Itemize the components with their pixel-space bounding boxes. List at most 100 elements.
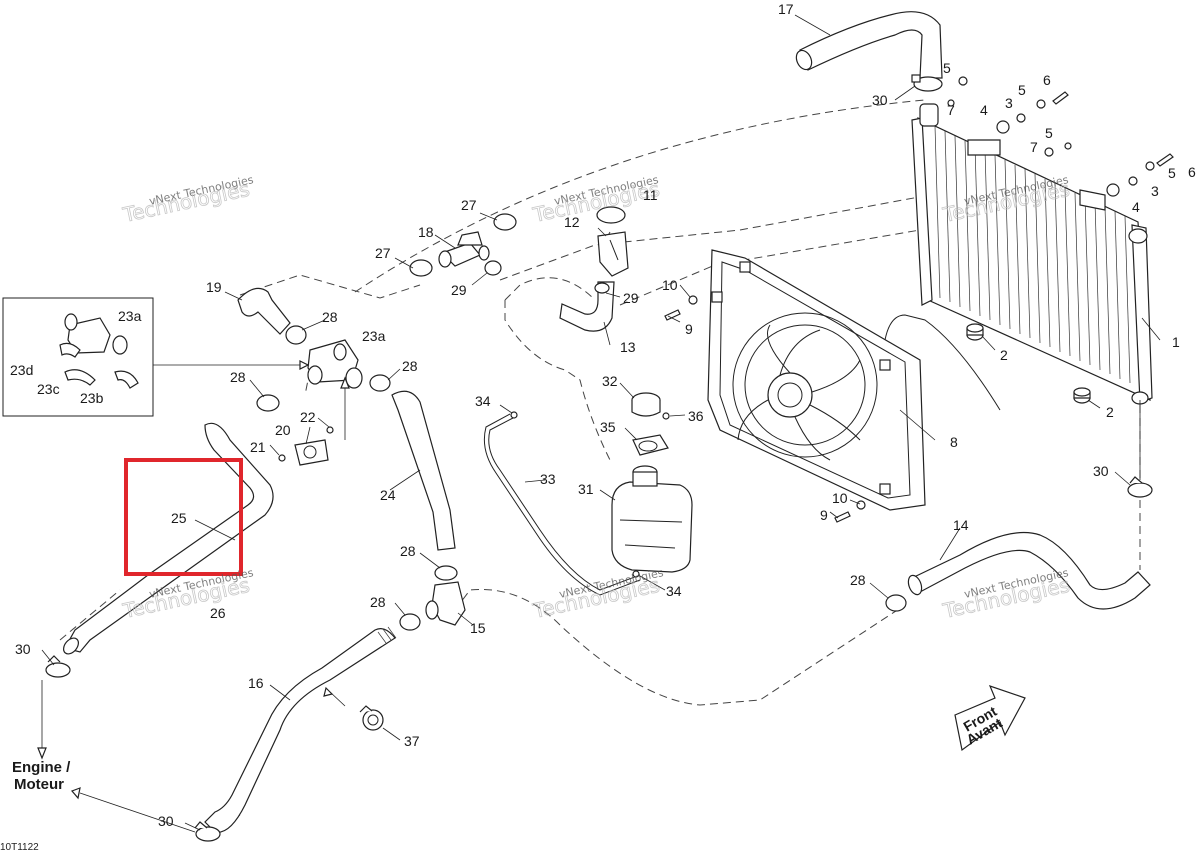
reservoir [611, 465, 693, 573]
callout-21: 21 [250, 439, 266, 455]
radiator-mount [966, 323, 1091, 404]
callout-23b: 23b [80, 390, 104, 406]
callout-20: 20 [275, 422, 291, 438]
fitting-15 [425, 565, 466, 626]
callout-13: 13 [620, 339, 636, 355]
callout-3: 3 [1151, 183, 1159, 199]
reservoir-cap-32 [631, 392, 661, 417]
callout-1: 1 [1172, 334, 1180, 350]
callout-30: 30 [15, 641, 31, 657]
callout-5: 5 [1018, 82, 1026, 98]
hose-14 [907, 531, 1151, 610]
callout-29: 29 [451, 282, 467, 298]
radiator [911, 103, 1153, 405]
callout-23d: 23d [10, 362, 33, 378]
hose-33 [483, 411, 641, 596]
callout-15: 15 [470, 620, 486, 636]
callout-28: 28 [850, 572, 866, 588]
callout-12: 12 [564, 214, 580, 230]
clamp-30-bottom [194, 821, 221, 842]
callout-33: 33 [540, 471, 556, 487]
callout-14: 14 [953, 517, 969, 533]
callout-11: 11 [643, 187, 658, 203]
callout-5: 5 [1045, 125, 1053, 141]
callout-36: 36 [688, 408, 704, 424]
callout-32: 32 [602, 373, 618, 389]
callout-34: 34 [666, 583, 682, 599]
callout-2: 2 [1106, 404, 1114, 420]
filler-neck [559, 206, 629, 332]
callout-17: 17 [778, 1, 794, 17]
callout-27: 27 [375, 245, 391, 261]
callout-9: 9 [820, 507, 828, 523]
callout-16: 16 [248, 675, 264, 691]
callout-34: 34 [475, 393, 491, 409]
screw-36 [662, 412, 670, 420]
callout-28: 28 [230, 369, 246, 385]
callout-23a-inset: 23a [118, 308, 142, 324]
clamp-30-top [911, 74, 943, 92]
bracket-20-21-22 [278, 426, 334, 466]
callout-28: 28 [400, 543, 416, 559]
clamp-28-upper [285, 325, 307, 345]
callout-24: 24 [380, 487, 396, 503]
callout-30: 30 [872, 92, 888, 108]
watermark-text: Technologies [530, 177, 662, 227]
highlight-box [124, 458, 243, 576]
callout-23a: 23a [362, 328, 386, 344]
callout-6: 6 [1188, 164, 1196, 180]
callout-22: 22 [300, 409, 316, 425]
callout-30: 30 [158, 813, 174, 829]
callout-8: 8 [950, 434, 958, 450]
hose-17 [795, 11, 943, 79]
callout-25: 25 [171, 510, 187, 526]
fitting-18 [438, 231, 490, 268]
clamps-28-mid [256, 374, 391, 412]
callout-30: 30 [1093, 463, 1109, 479]
callout-7: 7 [947, 102, 955, 118]
hose-16 [204, 626, 397, 833]
front-arrow [954, 685, 1026, 752]
leader-lines [37, 14, 1161, 833]
fan-shroud [707, 249, 1001, 511]
callout-26: 26 [210, 605, 226, 621]
clamp-28-right [885, 594, 907, 612]
callout-37: 37 [404, 733, 420, 749]
dashed-guides [59, 99, 1141, 831]
drawing-code: 10T1122 [0, 842, 39, 853]
callout-28: 28 [322, 309, 338, 325]
callout-27: 27 [461, 197, 477, 213]
callout-5: 5 [943, 60, 951, 76]
callout-5: 5 [1168, 165, 1176, 181]
clamp-30-right [1127, 476, 1153, 498]
callout-31: 31 [578, 481, 594, 497]
callout-3: 3 [1005, 95, 1013, 111]
callout-18: 18 [418, 224, 434, 240]
engine-label-line1: Engine / [12, 759, 71, 776]
callout-23c: 23c [37, 381, 60, 397]
hose-24 [391, 390, 456, 551]
callout-labels: 1 2 2 3 3 4 4 5 5 5 5 6 6 7 7 8 9 9 10 1… [10, 1, 1196, 829]
thermostat-housing-23a [307, 339, 363, 389]
callout-28: 28 [402, 358, 418, 374]
callout-29: 29 [623, 290, 639, 306]
clip-37 [359, 705, 384, 731]
callout-10: 10 [832, 490, 848, 506]
shroud-screws [664, 295, 866, 523]
callout-19: 19 [206, 279, 222, 295]
callout-35: 35 [600, 419, 616, 435]
bracket-35 [632, 434, 669, 456]
clamps-27-29 [409, 213, 517, 277]
callout-28: 28 [370, 594, 386, 610]
watermark-text: Technologies [120, 177, 252, 227]
callout-4: 4 [1132, 199, 1140, 215]
callout-10: 10 [662, 277, 678, 293]
callout-2: 2 [1000, 347, 1008, 363]
radiator-hardware [947, 76, 1174, 197]
callout-6: 6 [1043, 72, 1051, 88]
thermostat-inset-box [2, 297, 310, 417]
hose-25 [63, 422, 274, 655]
engine-label-line2: Moteur [14, 776, 64, 793]
